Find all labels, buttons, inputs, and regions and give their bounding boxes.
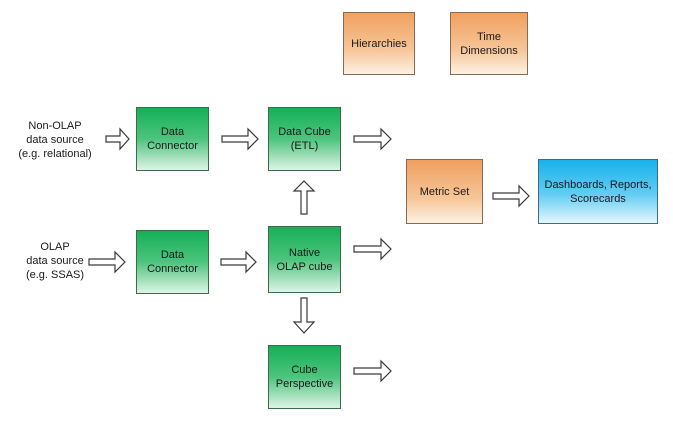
arrow-right-icon — [353, 237, 392, 261]
olap-source-label: OLAP data source (e.g. SSAS) — [25, 241, 85, 281]
arrow-right-icon — [220, 250, 257, 274]
data-connector-bottom-box: Data Connector — [136, 230, 209, 294]
non-olap-source-label: Non-OLAP data source (e.g. relational) — [18, 120, 92, 160]
arrow-right-icon — [88, 250, 126, 274]
arrow-right-icon — [221, 127, 259, 151]
metric-set-box: Metric Set — [406, 159, 483, 224]
arrow-right-icon — [353, 359, 392, 383]
hierarchies-box: Hierarchies — [343, 12, 415, 75]
data-cube-etl-box: Data Cube (ETL) — [268, 107, 341, 171]
arrow-right-icon — [353, 127, 392, 151]
arrow-up-icon — [292, 180, 316, 215]
arrow-right-icon — [492, 184, 530, 208]
arrow-down-icon — [292, 297, 316, 334]
data-connector-top-box: Data Connector — [136, 107, 209, 171]
native-olap-cube-box: Native OLAP cube — [268, 226, 341, 293]
time-dimensions-box: Time Dimensions — [450, 12, 528, 75]
arrow-right-icon — [105, 127, 130, 151]
dashboards-box: Dashboards, Reports, Scorecards — [538, 159, 658, 224]
cube-perspective-box: Cube Perspective — [268, 345, 341, 409]
